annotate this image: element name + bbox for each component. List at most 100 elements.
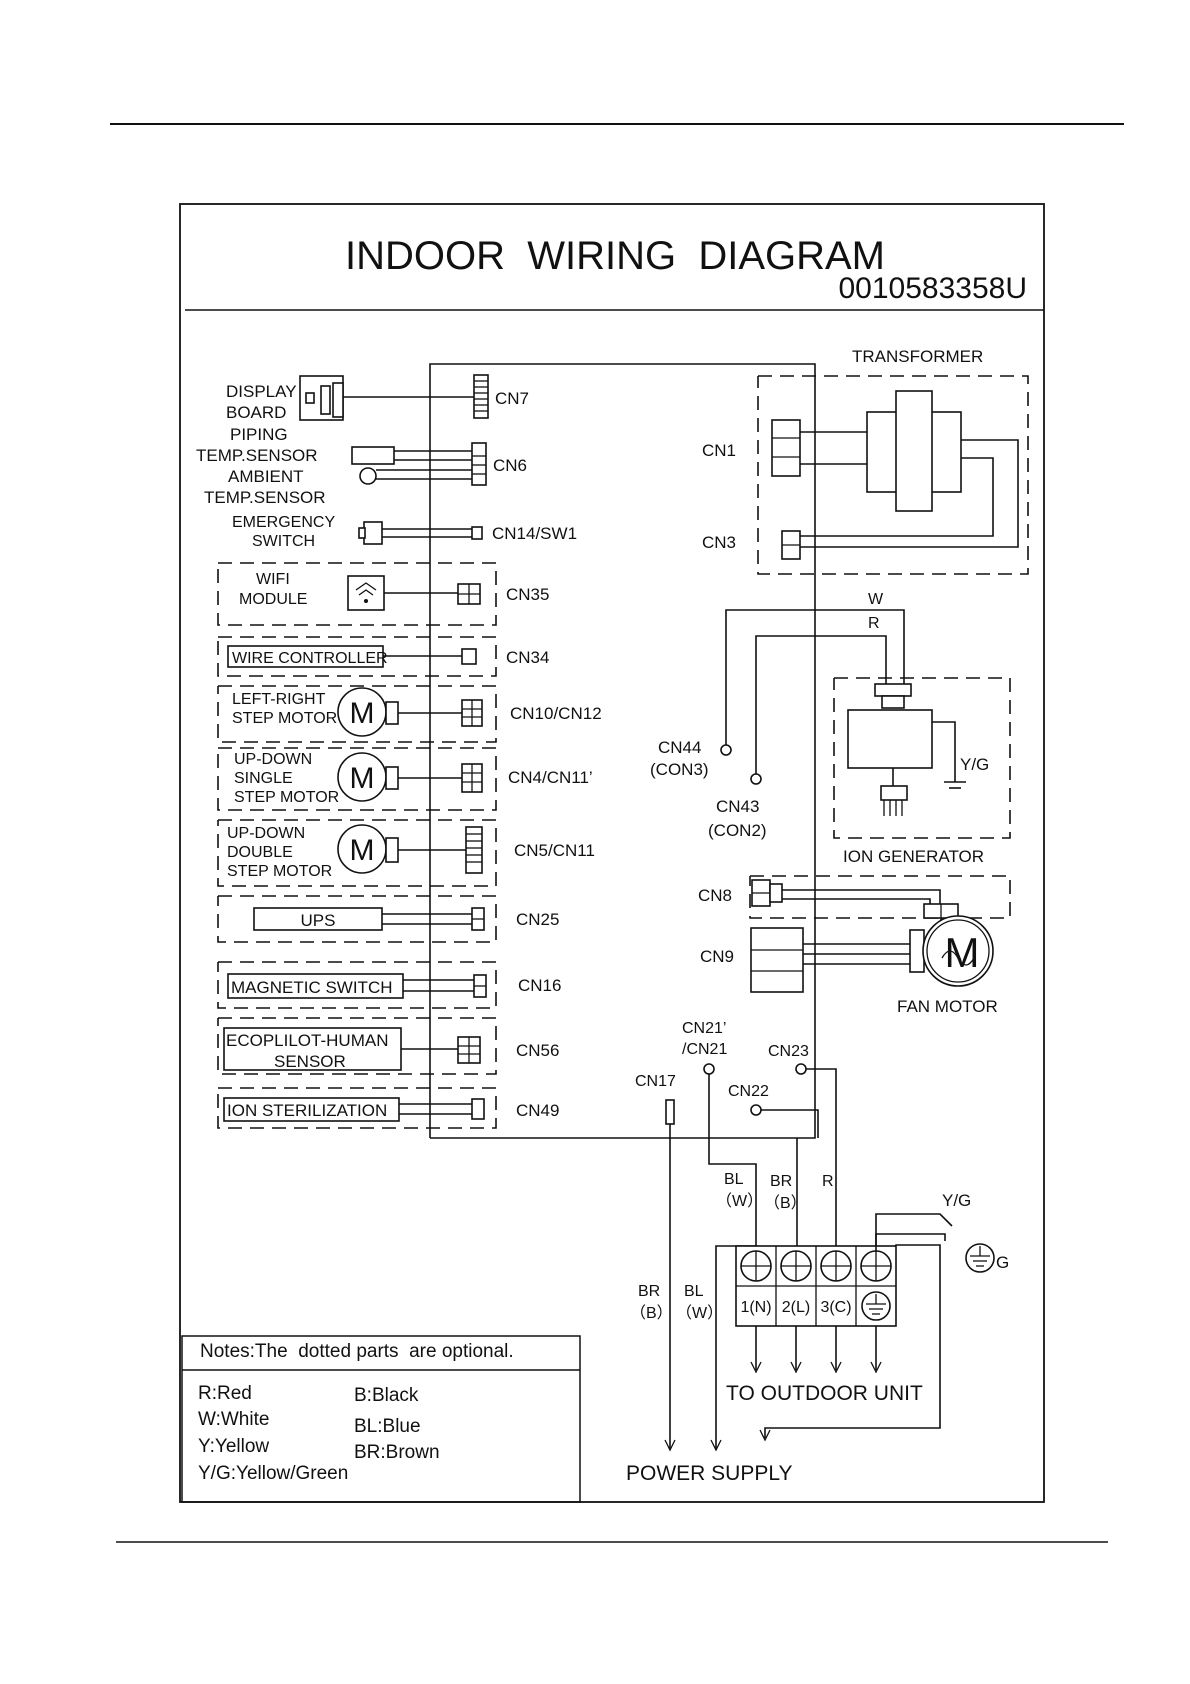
svg-text:CN34: CN34: [506, 648, 549, 667]
ups-module: UPS CN25: [217, 895, 559, 943]
svg-text:WIFI: WIFI: [256, 571, 290, 588]
earth-ground-icon: [965, 1243, 995, 1273]
svg-text:B:Black: B:Black: [354, 1385, 419, 1406]
svg-text:Y/G: Y/G: [942, 1191, 971, 1210]
svg-text:CN56: CN56: [516, 1041, 559, 1060]
svg-text:UPS: UPS: [301, 911, 336, 930]
emergency-switch: EMERGENCY SWITCH CN14/SW1: [232, 514, 577, 550]
temp-sensors: PIPING TEMP.SENSOR AMBIENT TEMP.SENSOR: [196, 425, 472, 507]
svg-text:SINGLE: SINGLE: [234, 770, 293, 787]
power-supply: BR （B） BL （W） POWER SUPPLY: [626, 1283, 792, 1485]
svg-text:AMBIENT: AMBIENT: [228, 467, 304, 486]
svg-text:CN44: CN44: [658, 738, 701, 757]
svg-text:CN43: CN43: [716, 797, 759, 816]
svg-text:R: R: [868, 615, 880, 632]
svg-text:CN14/SW1: CN14/SW1: [492, 524, 577, 543]
svg-text:R:Red: R:Red: [198, 1383, 252, 1404]
svg-text:G: G: [996, 1253, 1009, 1272]
motor-icon: M: [350, 697, 375, 730]
svg-text:TO OUTDOOR UNIT: TO OUTDOOR UNIT: [726, 1382, 923, 1405]
svg-text:ECOPLILOT-HUMAN: ECOPLILOT-HUMAN: [226, 1031, 388, 1050]
svg-text:CN49: CN49: [516, 1101, 559, 1120]
svg-text:UP-DOWN: UP-DOWN: [234, 751, 312, 768]
ground-icon: [861, 1291, 891, 1321]
svg-text:CN22: CN22: [728, 1083, 769, 1100]
svg-text:CN1: CN1: [702, 441, 736, 460]
svg-text:TRANSFORMER: TRANSFORMER: [852, 347, 983, 366]
ecopilot-human-sensor: ECOPLILOT-HUMAN SENSOR CN56: [217, 1017, 559, 1075]
svg-text:/CN21: /CN21: [682, 1041, 727, 1058]
svg-text:CN10/CN12: CN10/CN12: [510, 704, 602, 723]
screw-icon: [740, 1250, 772, 1282]
svg-text:2(L): 2(L): [782, 1299, 810, 1316]
display-board: DISPLAY BOARD: [226, 375, 474, 422]
screw-icon: [860, 1250, 892, 1282]
wifi-icon: [355, 582, 377, 596]
svg-text:EMERGENCY: EMERGENCY: [232, 514, 335, 531]
motor-icon: M: [945, 929, 980, 976]
svg-text:1(N): 1(N): [740, 1299, 771, 1316]
svg-text:WIRE CONTROLLER: WIRE CONTROLLER: [232, 650, 388, 667]
up-down-double-step-motor: UP-DOWN DOUBLE STEP MOTOR M CN5/CN11: [217, 819, 595, 887]
diagram-title: INDOOR WIRING DIAGRAM: [345, 234, 885, 278]
svg-text:UP-DOWN: UP-DOWN: [227, 825, 305, 842]
svg-text:（W）: （W）: [716, 1192, 763, 1210]
svg-text:CN25: CN25: [516, 910, 559, 929]
svg-text:W: W: [868, 591, 884, 608]
svg-text:CN6: CN6: [493, 456, 527, 475]
svg-text:W:White: W:White: [198, 1409, 269, 1430]
svg-text:CN16: CN16: [518, 976, 561, 995]
svg-text:BR:Brown: BR:Brown: [354, 1442, 440, 1463]
fan-motor: CN8 CN9 M FAN MOTOR: [698, 875, 1011, 1016]
svg-text:BL: BL: [684, 1283, 704, 1300]
svg-text:（B）: （B）: [764, 1194, 807, 1212]
svg-text:ION GENERATOR: ION GENERATOR: [843, 847, 984, 866]
motor-icon: M: [350, 834, 375, 867]
main-bus-wire: [429, 363, 816, 1139]
svg-text:TEMP.SENSOR: TEMP.SENSOR: [196, 446, 318, 465]
ion-sterilization: ION STERILIZATION CN49: [217, 1087, 559, 1129]
svg-text:POWER SUPPLY: POWER SUPPLY: [626, 1462, 792, 1485]
svg-text:BR: BR: [638, 1283, 660, 1300]
svg-text:ION STERILIZATION: ION STERILIZATION: [227, 1101, 387, 1120]
notes-box: Notes:The dotted parts are optional. R:R…: [181, 1335, 581, 1503]
svg-text:STEP MOTOR: STEP MOTOR: [234, 789, 339, 806]
transformer: TRANSFORMER CN1 CN3: [702, 347, 1029, 575]
svg-text:STEP MOTOR: STEP MOTOR: [227, 863, 332, 880]
svg-text:LEFT-RIGHT: LEFT-RIGHT: [232, 691, 326, 708]
svg-text:CN17: CN17: [635, 1073, 676, 1090]
svg-text:Y:Yellow: Y:Yellow: [198, 1436, 269, 1457]
screw-icon: [780, 1250, 812, 1282]
power-connectors: CN21’ /CN21 CN23 CN22 CN17 BL （W） BR （B）…: [635, 1020, 837, 1450]
svg-text:CN8: CN8: [698, 886, 732, 905]
ion-generator: W R CN44 (CON3) CN43 (CON2) Y/G ION GENE…: [650, 591, 1011, 866]
svg-text:（B）: （B）: [630, 1304, 673, 1322]
svg-text:R: R: [822, 1173, 834, 1190]
wifi-module: WIFI MODULE CN35: [217, 562, 549, 626]
svg-text:(CON2): (CON2): [708, 821, 767, 840]
svg-text:SENSOR: SENSOR: [274, 1052, 346, 1071]
svg-text:（W）: （W）: [676, 1304, 723, 1322]
svg-text:MAGNETIC SWITCH: MAGNETIC SWITCH: [231, 978, 393, 997]
svg-text:DOUBLE: DOUBLE: [227, 844, 293, 861]
svg-text:BOARD: BOARD: [226, 403, 286, 422]
screw-icon: [820, 1250, 852, 1282]
left-right-step-motor: LEFT-RIGHT STEP MOTOR M CN10/CN12: [217, 685, 602, 743]
svg-text:CN3: CN3: [702, 533, 736, 552]
svg-text:MODULE: MODULE: [239, 591, 307, 608]
wire-controller: WIRE CONTROLLER CN34: [217, 636, 549, 677]
svg-text:CN4/CN11’: CN4/CN11’: [508, 768, 593, 787]
svg-text:Y/G:Yellow/Green: Y/G:Yellow/Green: [198, 1463, 348, 1484]
svg-text:CN9: CN9: [700, 947, 734, 966]
svg-text:BL:Blue: BL:Blue: [354, 1416, 421, 1437]
svg-text:Notes:The dotted parts are o: Notes:The dotted parts are optional.: [200, 1341, 514, 1362]
svg-text:BL: BL: [724, 1171, 744, 1188]
part-number: 0010583358U: [838, 272, 1027, 305]
svg-text:CN23: CN23: [768, 1043, 809, 1060]
cn6-connector: CN6: [471, 442, 527, 486]
svg-text:CN5/CN11: CN5/CN11: [514, 841, 595, 860]
sine-icon: [941, 950, 975, 966]
svg-text:CN21’: CN21’: [682, 1020, 726, 1037]
cn7-connector: CN7: [473, 374, 529, 419]
